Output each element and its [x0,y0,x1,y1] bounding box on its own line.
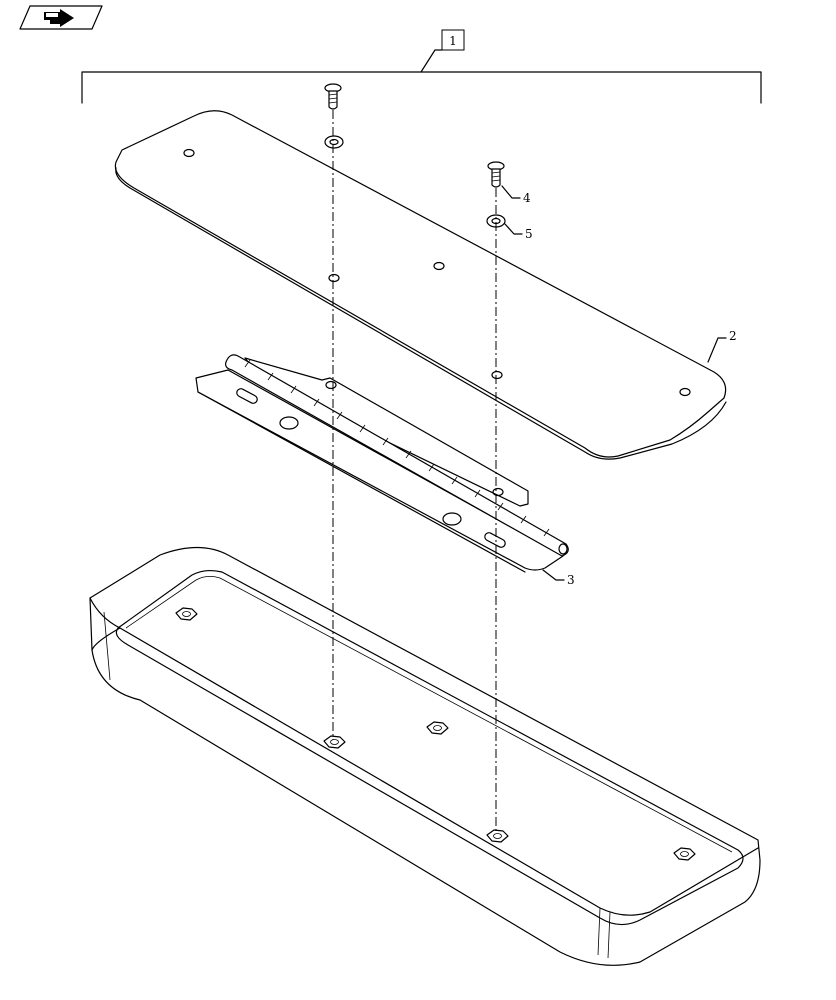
leader-5 [504,223,523,235]
callout-2-label: 2 [729,329,737,343]
hex-nut-1 [175,607,198,621]
callout-1-label: 1 [449,34,457,48]
hex-nut-2 [426,721,449,735]
cover-plate [114,110,727,460]
assembly-bracket [81,49,762,104]
leader-2 [707,337,727,363]
nav-arrow-button[interactable] [19,5,103,30]
callout-3-label: 3 [567,573,575,587]
screw-left [324,83,342,110]
callout-5-label: 5 [525,227,533,241]
leader-3 [542,569,565,581]
piano-hinge [195,354,569,573]
tray-base [89,546,761,966]
arrow-right-icon [44,9,74,27]
washer-left [324,135,344,149]
hex-nut-4 [486,829,509,843]
hex-nut-5 [673,847,696,861]
leader-4 [501,185,521,199]
screw-right [487,161,505,188]
hex-nut-3 [323,735,346,749]
callout-box-1 [441,29,465,51]
callout-4-label: 4 [523,191,531,205]
